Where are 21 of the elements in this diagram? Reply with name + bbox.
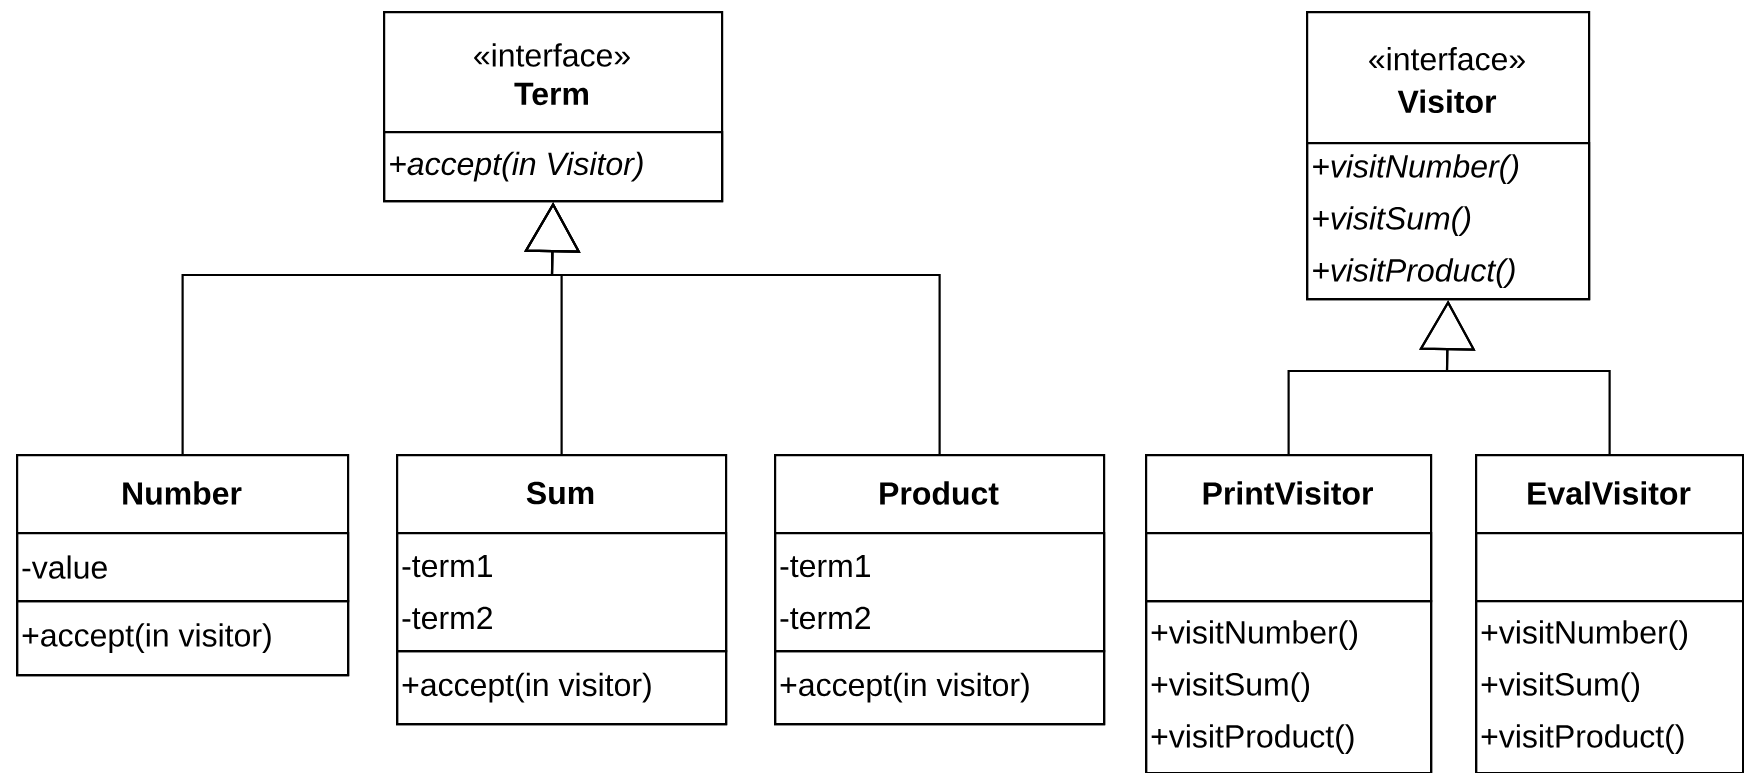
class-name: Visitor: [1397, 89, 1497, 114]
class-name: PrintVisitor: [1203, 481, 1373, 505]
class-name: Number: [123, 481, 242, 505]
member-compartment: -value: [16, 532, 350, 603]
class-name: EvalVisitor: [1528, 481, 1691, 505]
class-name: Term: [514, 82, 588, 106]
class-name: Sum: [526, 481, 594, 505]
member-compartment: +visitNumber() +visitSum() +visitProduct(): [1306, 142, 1591, 301]
member-compartment: -term1 -term2: [774, 532, 1106, 653]
stereotype-label: «interface»: [474, 43, 630, 67]
stereotype-label: «interface»: [1369, 46, 1525, 71]
member-compartment: +accept(in visitor): [16, 600, 350, 677]
member-compartment: -term1 -term2: [396, 532, 728, 653]
class-name: Product: [880, 481, 999, 505]
member-compartment: +visitNumber() +visitSum() +visitProduct(): [1475, 600, 1744, 773]
member-compartment: +visitNumber() +visitSum() +visitProduct(): [1145, 600, 1433, 773]
empty-compartment: [1145, 532, 1433, 603]
member-compartment: +accept(in Visitor): [383, 131, 724, 203]
member-compartment: +accept(in visitor): [396, 650, 728, 726]
member-compartment: +accept(in visitor): [774, 650, 1106, 726]
empty-compartment: [1475, 532, 1744, 603]
